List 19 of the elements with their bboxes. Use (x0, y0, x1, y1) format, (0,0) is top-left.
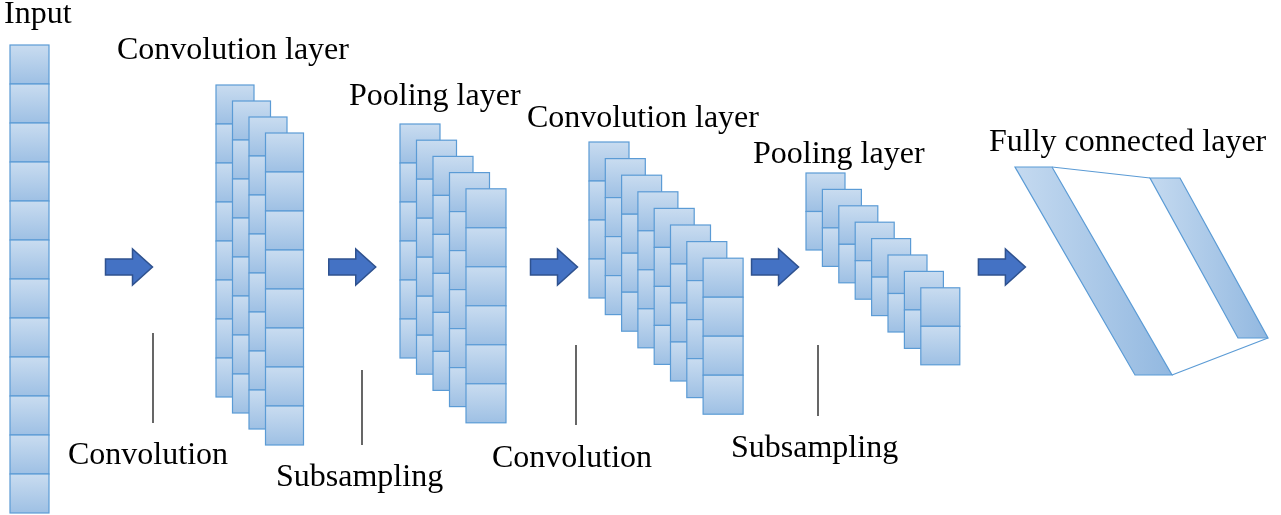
block-arrow (529, 247, 579, 287)
leader-line (817, 344, 819, 417)
operation-label: Subsampling (731, 416, 907, 464)
block-arrow (750, 247, 800, 287)
operation-label: Convolution (492, 425, 662, 473)
layer-label: Convolution layer (117, 30, 349, 66)
layer-label: Convolution layer (527, 98, 759, 134)
leader-line (152, 332, 154, 424)
block-arrow (977, 247, 1027, 287)
operation-label: Convolution (68, 423, 238, 471)
block-arrow (104, 247, 154, 287)
layer-label: Pooling layer (349, 76, 521, 112)
layer-label: Pooling layer (753, 134, 925, 170)
operation-label: Subsampling (276, 445, 452, 493)
layer-label: Input (4, 0, 72, 30)
block-arrow (328, 247, 377, 287)
leader-line (575, 344, 577, 426)
leader-line (361, 369, 363, 446)
layer-label: Fully connected layer (989, 122, 1267, 158)
